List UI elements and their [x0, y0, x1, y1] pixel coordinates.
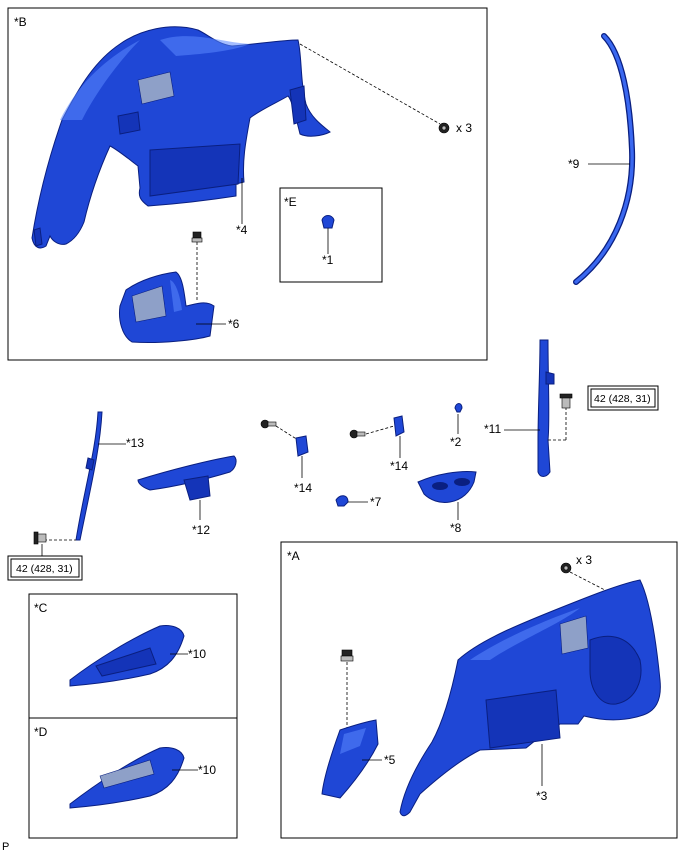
callout-6: *6 — [228, 317, 240, 331]
cup-holder-8 — [417, 471, 477, 503]
callout-14-right: *14 — [390, 459, 408, 473]
clip-icon — [191, 231, 203, 243]
panel-cd: *C *D *10 *10 — [28, 593, 238, 839]
callout-13: *13 — [126, 436, 144, 450]
bracket-part-14 — [295, 435, 309, 457]
pillar-strip-11 — [537, 339, 555, 477]
callout-11: *11 — [484, 422, 501, 436]
panel-a: *A x 3 *3 *5 — [280, 541, 678, 839]
callout-2: *2 — [450, 435, 462, 449]
torque-box-left: 42 (428, 31) — [7, 555, 83, 581]
weatherstrip-9 — [573, 33, 636, 285]
trim-piece-6 — [119, 271, 215, 344]
callout-4: *4 — [236, 223, 248, 237]
callout-5: *5 — [384, 753, 396, 767]
callout-10-d: *10 — [198, 763, 216, 777]
trim-piece-5 — [321, 719, 379, 799]
callout-7: *7 — [370, 495, 382, 509]
scuff-plate-d — [69, 747, 185, 809]
torque-box-right: 42 (428, 31) — [587, 385, 659, 411]
trim-part-12 — [137, 455, 237, 501]
bolt-icon — [438, 122, 450, 134]
clip-part-1 — [321, 215, 335, 229]
corner-mark: P — [2, 841, 9, 852]
panel-b: *B *4 x 3 *E *1 — [7, 7, 488, 361]
screw-icon — [349, 429, 366, 439]
panel-b-label: *B — [14, 15, 27, 29]
callout-8: *8 — [450, 521, 462, 535]
panel-c-label: *C — [34, 601, 48, 615]
clip-icon — [340, 649, 354, 662]
pillar-strip-13 — [75, 411, 103, 541]
callout-9: *9 — [568, 157, 580, 171]
bolt-icon — [559, 393, 573, 409]
qty-lower-bolt: x 3 — [576, 553, 592, 567]
torque-left: 42 (428, 31) — [16, 563, 73, 575]
bolt-icon — [560, 562, 572, 574]
clip-part-7 — [335, 495, 349, 507]
callout-3: *3 — [536, 789, 548, 803]
panel-e: *E *1 — [279, 187, 383, 283]
clip-part-2 — [454, 403, 463, 413]
bolt-icon — [33, 531, 47, 545]
callout-10-c: *10 — [188, 647, 206, 661]
callout-1: *1 — [322, 253, 334, 267]
scuff-plate-c — [69, 625, 185, 687]
quarter-trim-panel-upper — [31, 26, 331, 249]
torque-right: 42 (428, 31) — [594, 393, 651, 405]
bracket-part-14 — [393, 415, 405, 437]
callout-14-left: *14 — [294, 481, 312, 495]
panel-d-label: *D — [34, 725, 48, 739]
panel-a-label: *A — [287, 549, 300, 563]
screw-icon — [260, 419, 277, 429]
quarter-trim-panel-lower — [399, 579, 661, 817]
panel-e-label: *E — [284, 195, 297, 209]
qty-upper-bolt: x 3 — [456, 121, 472, 135]
callout-12: *12 — [192, 523, 210, 537]
